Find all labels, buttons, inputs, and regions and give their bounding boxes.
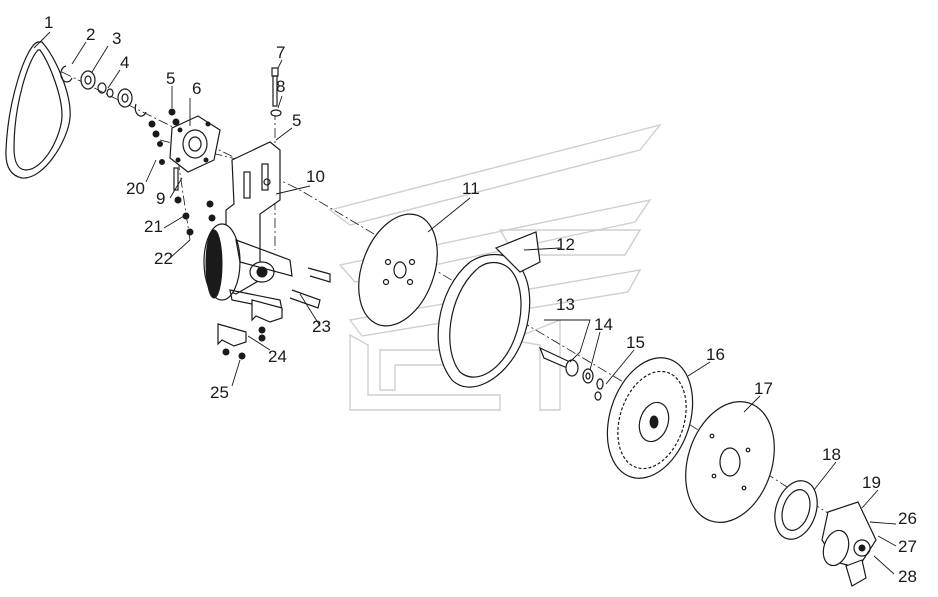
shaft-nut [582, 368, 604, 401]
watermark-logo [328, 123, 662, 411]
callout-16: 16 [706, 345, 725, 364]
long-bolt [270, 67, 282, 117]
callout-12: 12 [556, 235, 575, 254]
angle-brackets [217, 299, 283, 360]
callout-17: 17 [754, 379, 773, 398]
callout-25: 25 [210, 383, 229, 402]
callout-28: 28 [898, 567, 917, 586]
callout-18: 18 [822, 445, 841, 464]
callout-14: 14 [594, 315, 613, 334]
callout-7: 7 [276, 43, 285, 62]
impeller [606, 357, 694, 479]
callout-15: 15 [626, 333, 645, 352]
front-plate [685, 401, 775, 523]
back-plate [358, 213, 438, 327]
fan-housing [437, 231, 541, 388]
mounting-bracket [203, 141, 293, 311]
callout-3: 3 [112, 29, 121, 48]
callout-1: 1 [44, 13, 53, 32]
callout-4: 4 [120, 53, 129, 72]
callout-24: 24 [268, 347, 287, 366]
bearing-housing [169, 115, 221, 173]
callout-19: 19 [862, 473, 881, 492]
callout-5-upper: 5 [166, 69, 175, 88]
callout-9: 9 [156, 189, 165, 208]
callout-8: 8 [276, 77, 285, 96]
callout-5-lower: 5 [292, 111, 301, 130]
callout-11: 11 [462, 179, 480, 198]
v-belt [5, 41, 71, 179]
leader-lines [33, 31, 897, 575]
inlet-elbow [821, 501, 877, 587]
callout-22: 22 [154, 249, 173, 268]
callout-2: 2 [86, 25, 95, 44]
fan-shaft [538, 346, 579, 377]
callout-13: 13 [556, 295, 575, 314]
u-clamp [289, 267, 331, 309]
bearing-stack [60, 65, 147, 117]
fastener-set [148, 108, 216, 236]
callout-20: 20 [126, 179, 145, 198]
callout-26: 26 [898, 509, 917, 528]
callout-23: 23 [312, 317, 331, 336]
callout-6: 6 [192, 79, 201, 98]
inlet-gasket [774, 480, 818, 540]
callout-10: 10 [306, 167, 325, 186]
callout-21: 21 [144, 217, 163, 236]
callout-27: 27 [898, 537, 917, 556]
callout-labels: 1 2 3 4 5 6 7 8 5 10 11 12 9 20 21 22 23… [44, 13, 917, 586]
